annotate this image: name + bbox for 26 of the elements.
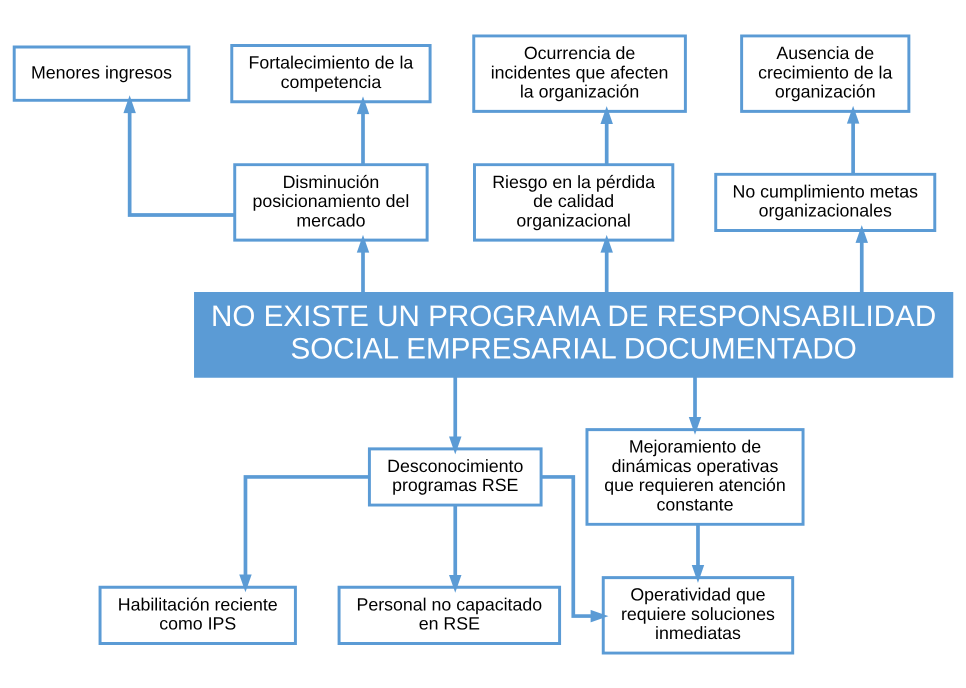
node-box: Habilitación reciente como IPS [98, 585, 297, 644]
arrow [449, 376, 462, 454]
arrow [846, 105, 860, 174]
arrow [542, 474, 608, 622]
node-box: Mejoramiento de dinámicas operativas que requieren atención constante [586, 428, 805, 526]
arrow [856, 224, 868, 292]
node-box: NO EXISTE UN PROGRAMA DE RESPONSABILIDAD SOCIAL EMPRESARIAL DOCUMENTADO [194, 291, 954, 378]
node-box: Disminución posicionamiento del mercado [233, 162, 429, 242]
arrow [692, 524, 704, 582]
node-box: Ocurrencia de incidentes que afecten la organización [472, 34, 687, 112]
node-box: Personal no capacitado en RSE [338, 585, 562, 644]
arrow [356, 96, 370, 164]
arrow [600, 234, 613, 292]
node-box: Menores ingresos [12, 45, 190, 102]
node-box: Ausencia de crecimiento de la organización [740, 34, 910, 112]
node-box: Fortalecimiento de la competencia [230, 44, 432, 103]
arrow [356, 234, 370, 292]
arrow [449, 505, 462, 592]
arrow [123, 94, 234, 216]
arrow [600, 106, 613, 164]
node-box: No cumplimiento metas organizacionales [714, 172, 936, 232]
arrow [239, 474, 370, 592]
node-box: Operatividad que requiere soluciones inmediatas [602, 576, 794, 654]
node-box: Riesgo en la pérdida de calidad organizacional [473, 162, 674, 242]
node-box: Desconocimiento programas RSE [368, 446, 543, 506]
arrow [688, 376, 702, 434]
